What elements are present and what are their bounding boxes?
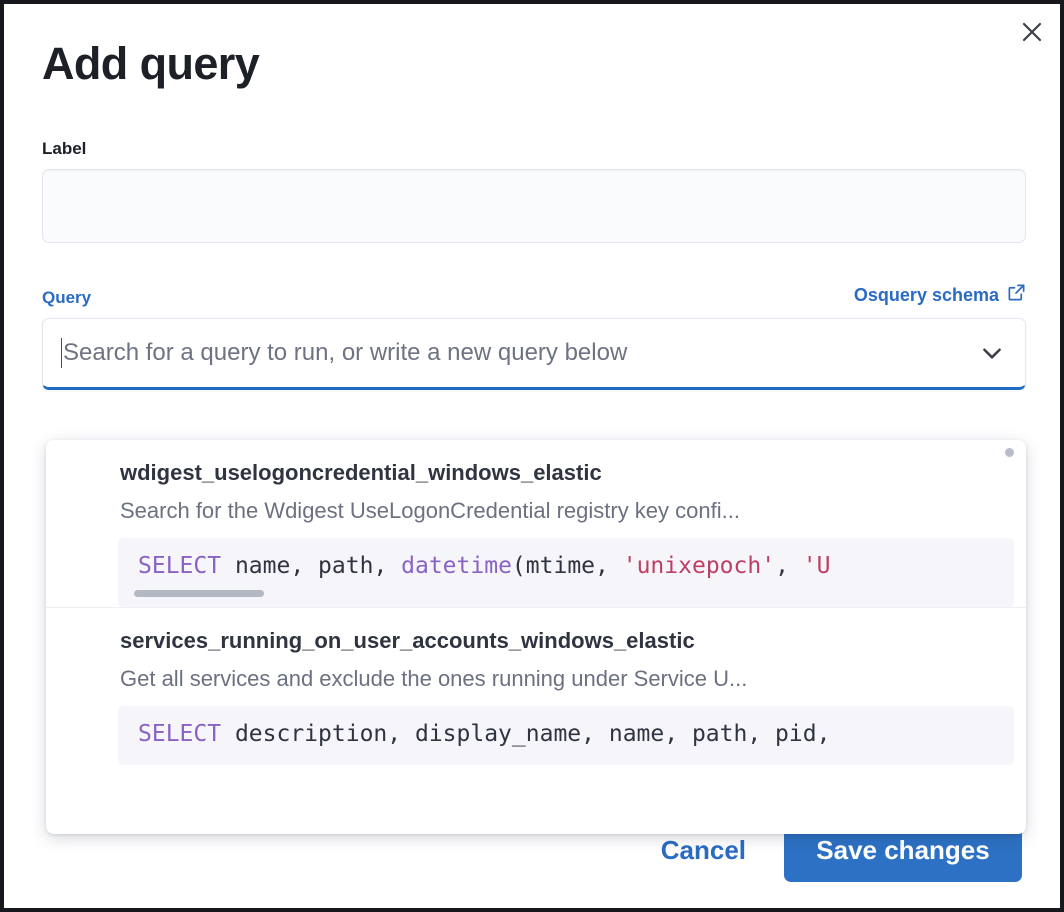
- dropdown-item[interactable]: services_running_on_user_accounts_window…: [46, 606, 1026, 765]
- close-button[interactable]: [1012, 12, 1052, 52]
- chevron-down-icon[interactable]: [973, 340, 1011, 366]
- external-link-icon: [1007, 283, 1026, 307]
- dropdown-item-title: services_running_on_user_accounts_window…: [120, 627, 695, 653]
- code-scrollbar-thumb[interactable]: [134, 589, 264, 597]
- dropdown-item[interactable]: wdigest_uselogoncredential_windows_elast…: [46, 440, 1026, 607]
- dropdown-item-description: Search for the Wdigest UseLogonCredentia…: [120, 498, 740, 523]
- osquery-schema-link[interactable]: Osquery schema: [854, 283, 1026, 308]
- code-scrollbar-track[interactable]: [118, 581, 1014, 607]
- dropdown-scrollbar[interactable]: [1005, 448, 1014, 457]
- query-field-header: Query Osquery schema: [42, 283, 1026, 308]
- close-icon: [1021, 21, 1043, 43]
- dropdown-item-list: wdigest_uselogoncredential_windows_elast…: [46, 440, 1026, 765]
- label-field-label: Label: [42, 139, 87, 159]
- query-field-label: Query: [42, 288, 92, 308]
- page-title: Add query: [42, 38, 260, 89]
- query-search-combobox[interactable]: Search for a query to run, or write a ne…: [42, 318, 1026, 391]
- dropdown-item-description: Get all services and exclude the ones ru…: [120, 665, 748, 691]
- query-suggestions-dropdown: wdigest_uselogoncredential_windows_elast…: [46, 440, 1026, 834]
- osquery-schema-link-label: Osquery schema: [853, 284, 999, 305]
- query-search-input[interactable]: Search for a query to run, or write a ne…: [63, 339, 628, 367]
- dropdown-item-title: wdigest_uselogoncredential_windows_elast…: [120, 460, 602, 485]
- dropdown-item-code-block: SELECT description, display_name, name, …: [118, 705, 1014, 765]
- cancel-button[interactable]: Cancel: [645, 823, 762, 878]
- modal-body: Add query Label Query Osquery schema Sea…: [4, 4, 1060, 908]
- text-cursor: [61, 338, 62, 369]
- label-input[interactable]: [42, 169, 1026, 244]
- sql-code: SELECT name, path, datetime(mtime, 'unix…: [138, 553, 831, 579]
- dropdown-item-code-block: SELECT name, path, datetime(mtime, 'unix…: [118, 538, 1014, 607]
- sql-code: SELECT description, display_name, name, …: [138, 720, 831, 747]
